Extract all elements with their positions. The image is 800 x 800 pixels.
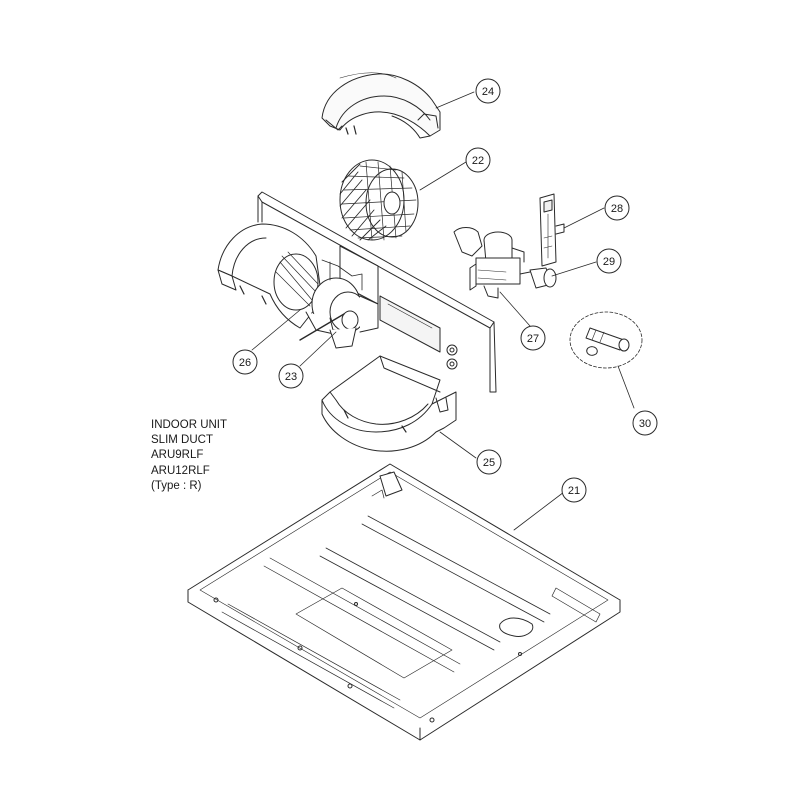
- drain-pump-bracket-part: [539, 193, 565, 267]
- callout-circle-30: [632, 410, 658, 436]
- leader-28: [563, 207, 605, 229]
- lower-scroll-casing-part: [321, 355, 457, 452]
- leader-24: [435, 91, 475, 109]
- callout-number: 22: [472, 155, 484, 167]
- callout-number: 23: [285, 371, 297, 383]
- leader-21: [513, 491, 565, 531]
- fan-casing-assembly-part: [217, 223, 323, 329]
- callout-number: 25: [483, 457, 495, 469]
- callout-numbers: 24 22 28 29 27 30 26 23 25 21: [239, 86, 651, 497]
- type-label: (Type : R): [151, 479, 202, 492]
- leader-26: [251, 309, 301, 351]
- drain-hose-assembly-part: [569, 311, 643, 369]
- leader-30: [617, 365, 635, 409]
- drain-pump-part: [453, 227, 525, 299]
- base-panel-part: [187, 463, 621, 741]
- callout-circle-21: [561, 477, 587, 503]
- callout-circle-25: [476, 449, 502, 475]
- callout-circle-22: [465, 147, 491, 173]
- model-number-label: ARU12RLF: [151, 464, 210, 477]
- callout-number: 27: [527, 333, 539, 345]
- callout-number: 21: [568, 485, 580, 497]
- callout-circle-26: [232, 349, 258, 375]
- model-info-block: INDOOR UNIT SLIM DUCT ARU9RLF ARU12RLF (…: [151, 418, 227, 494]
- callout-number: 26: [239, 357, 251, 369]
- leader-29: [551, 261, 597, 277]
- callout-circle-23: [278, 363, 304, 389]
- float-switch-part: [519, 267, 557, 289]
- leader-lines: [251, 91, 635, 531]
- duct-type-label: SLIM DUCT: [151, 434, 213, 447]
- leader-25: [439, 431, 477, 459]
- leader-23: [299, 331, 337, 367]
- fan-motor-part: [299, 259, 379, 349]
- leader-27: [499, 291, 531, 327]
- callout-circles: [232, 78, 658, 503]
- callout-circle-27: [520, 325, 546, 351]
- upper-scroll-casing-part: [321, 72, 441, 139]
- callout-number: 28: [611, 203, 623, 215]
- callout-circle-24: [475, 78, 501, 104]
- unit-type-label: INDOOR UNIT: [151, 419, 228, 431]
- callout-number: 30: [639, 418, 651, 430]
- callout-circle-29: [596, 248, 622, 274]
- callout-number: 24: [482, 86, 494, 98]
- callout-number: 29: [603, 256, 615, 268]
- leader-22: [419, 161, 467, 191]
- callout-circle-28: [604, 195, 630, 221]
- model-number-label: ARU9RLF: [151, 449, 204, 462]
- fan-wheel-part: [339, 159, 419, 241]
